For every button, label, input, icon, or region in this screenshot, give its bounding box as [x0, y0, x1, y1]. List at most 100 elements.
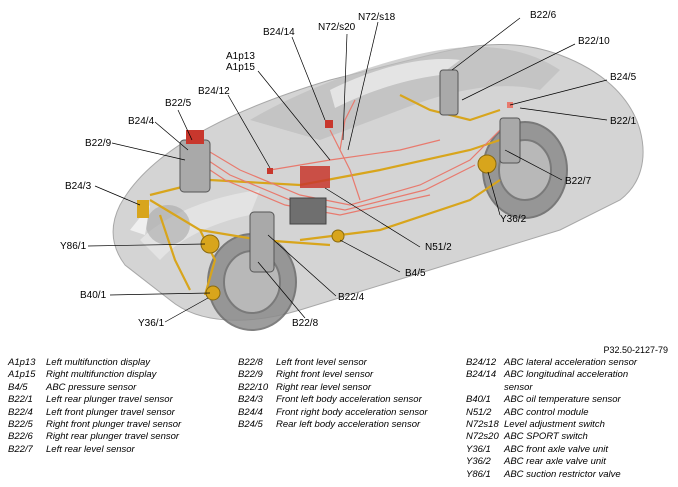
label-y36-1: Y36/1 [138, 318, 165, 329]
legend-code: N72s18 [466, 419, 499, 431]
label-b40-1: B40/1 [80, 290, 107, 301]
legend-column-3: B24/12 ABC lateral acceleration sensor B2… [466, 357, 676, 481]
front-right-strut [179, 139, 211, 193]
label-b4-5: B4/5 [405, 268, 426, 279]
legend-desc: Left front level sensor [276, 357, 367, 368]
legend-code: Y36/2 [466, 456, 491, 468]
label-b22-5: B22/5 [165, 98, 192, 109]
legend-code: B22/10 [238, 381, 269, 393]
legend-desc: Right multifunction display [46, 369, 157, 381]
label-b24-12: B24/12 [198, 86, 230, 97]
legend-code: Y86/1 [466, 468, 491, 480]
y36-2-valve [477, 154, 497, 174]
abc-suspension-diagram [87, 17, 644, 331]
label-b24-3: B24/3 [65, 181, 92, 192]
label-b22-4: B22/4 [338, 292, 365, 303]
legend-desc: Left multifunction display [46, 357, 151, 368]
legend-item: B22/1 Left rear plunger travel sensor [8, 394, 228, 406]
label-b24-4: B24/4 [128, 116, 155, 127]
legend-code: A1p15 [8, 369, 36, 381]
legend-code: B24/4 [238, 406, 263, 418]
label-n72-s18: N72/s18 [358, 12, 396, 23]
legend-item: B22/9 Right front level sensor [238, 369, 458, 381]
label-a1p13: A1p13 [226, 51, 255, 62]
legend-code: B22/5 [8, 419, 33, 431]
legend-item: N51/2 ABC control module [466, 407, 676, 419]
label-n51-2: N51/2 [425, 242, 452, 253]
legend-item: B22/6 Right rear plunger travel sensor [8, 431, 228, 443]
leader-lines [87, 17, 608, 323]
b22-5-component [186, 130, 204, 144]
legend-desc: Right rear plunger travel sensor [46, 431, 180, 443]
legend-code: B24/3 [238, 394, 263, 406]
legend-item: B24/4 Front right body acceleration senso… [238, 407, 458, 419]
legend-item: B22/5 Right front plunger travel sensor [8, 419, 228, 431]
legend-desc: Rear left body acceleration sensor [276, 419, 421, 431]
legend-item: B22/8 Left front level sensor [238, 357, 458, 369]
legend-desc: Right front level sensor [276, 369, 374, 381]
legend-desc: Right rear level sensor [276, 381, 372, 393]
legend-desc: Left front plunger travel sensor [46, 406, 175, 418]
legend-code: B22/7 [8, 443, 33, 455]
legend-code: B22/8 [238, 357, 263, 368]
b24-12-component [267, 168, 273, 174]
legend-code: B22/9 [238, 369, 263, 381]
n51-2-module [300, 166, 330, 188]
label-b22-1: B22/1 [610, 116, 637, 127]
legend-desc: ABC suction restrictor valve [504, 468, 621, 480]
legend-item: B24/5 Rear left body acceleration sensor [238, 419, 458, 431]
legend-code: B4/5 [8, 381, 28, 393]
label-b22-7: B22/7 [565, 176, 592, 187]
legend-desc: Left rear level sensor [46, 443, 135, 455]
legend-desc: ABC front axle valve unit [504, 443, 609, 455]
legend-desc: Level adjustment switch [504, 419, 605, 431]
legend-item: N72s18 Level adjustment switch [466, 419, 676, 431]
legend-code: B24/12 [466, 357, 497, 368]
label-b22-8: B22/8 [292, 318, 319, 329]
label-b22-6: B22/6 [530, 10, 557, 21]
label-y36-2: Y36/2 [500, 214, 527, 225]
legend-item: B24/12 ABC lateral acceleration sensor [466, 357, 676, 369]
legend-code: N51/2 [466, 406, 492, 418]
legend-item: B24/3 Front left body acceleration sensor [238, 394, 458, 406]
legend-desc: Left rear plunger travel sensor [46, 394, 173, 406]
legend-code: B24/5 [238, 419, 263, 431]
legend-code: Y36/1 [466, 443, 491, 455]
components [137, 69, 521, 301]
label-y86-1: Y86/1 [60, 241, 87, 252]
legend-code: B40/1 [466, 394, 491, 406]
label-b22-9: B22/9 [85, 138, 112, 149]
legend-item: Y36/1 ABC front axle valve unit [466, 444, 676, 456]
label-b24-14: B24/14 [263, 27, 295, 38]
b24-3-component [137, 200, 149, 218]
legend-code: B22/4 [8, 406, 33, 418]
legend-code: B22/1 [8, 394, 33, 406]
label-a1p15: A1p15 [226, 62, 255, 73]
label-n72-s20: N72/s20 [318, 22, 356, 33]
legend-desc: Front left body acceleration sensor [276, 394, 422, 406]
legend-code: B22/6 [8, 431, 33, 443]
label-b24-5: B24/5 [610, 72, 637, 83]
legend-item: Y86/1 ABC suction restrictor valve [466, 469, 676, 481]
b4-5-sensor [331, 229, 345, 243]
legend-code: N72s20 [466, 431, 499, 443]
legend-desc: ABC control module [504, 406, 589, 418]
legend-item: B22/10 Right rear level sensor [238, 382, 458, 394]
legend-desc: ABC SPORT switch [504, 431, 588, 443]
legend-desc: Right front plunger travel sensor [46, 419, 182, 431]
legend-item: B22/4 Left front plunger travel sensor [8, 407, 228, 419]
legend-item: A1p15 Right multifunction display [8, 369, 228, 381]
legend-desc: ABC lateral acceleration sensor [504, 357, 638, 368]
legend-desc: Front right body acceleration sensor [276, 406, 428, 418]
pump-unit [289, 197, 327, 225]
label-b22-10: B22/10 [578, 36, 610, 47]
legend-item: B22/7 Left rear level sensor [8, 444, 228, 456]
front-left-strut [249, 211, 275, 273]
rear-right-strut [439, 69, 459, 116]
legend-desc: ABC rear axle valve unit [504, 456, 606, 468]
